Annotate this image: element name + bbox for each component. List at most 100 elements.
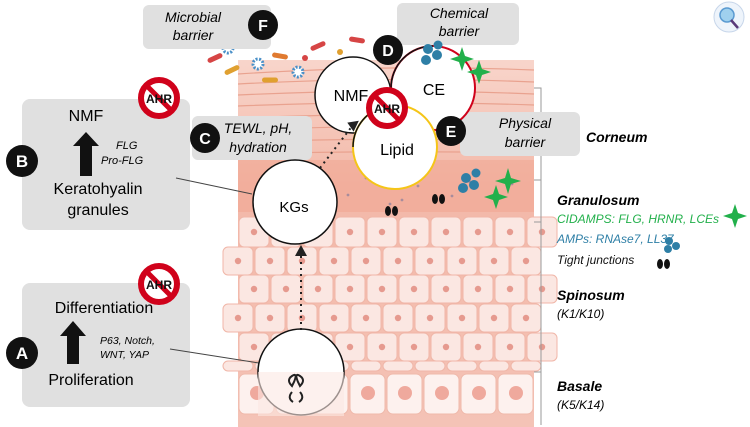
microbe-icon: [310, 41, 326, 51]
panel-a-side1: P63, Notch,: [100, 335, 155, 347]
tight-junctions-label: Tight junctions: [557, 253, 634, 267]
amps-label: AMPs: RNAse7, LL37: [556, 232, 675, 246]
microbial-barrier-box: [143, 5, 271, 49]
marker-e: E: [436, 116, 466, 146]
layer-bracket: [534, 87, 542, 425]
ahr-label: AHR: [146, 278, 172, 292]
microbial-barrier-line1: Microbial: [165, 9, 222, 25]
cell-nucleus: [234, 257, 242, 265]
svg-text:A: A: [16, 344, 28, 363]
cell-nucleus: [378, 285, 386, 293]
ce-label: CE: [423, 82, 445, 99]
panel-b-side1: FLG: [116, 140, 138, 152]
physical-barrier-box: [460, 112, 580, 156]
svg-text:F: F: [258, 18, 268, 35]
cell-nucleus: [506, 343, 514, 351]
microbe-icon: [291, 65, 305, 79]
cell-nucleus: [330, 257, 338, 265]
panel-b-top: NMF: [69, 108, 104, 125]
spinosum-keratins: (K1/K10): [557, 307, 604, 321]
panel-a-bottom: Proliferation: [48, 372, 133, 389]
cell-nucleus: [398, 386, 412, 400]
ahr-prohibition-icon: AHR: [138, 77, 180, 119]
lipid-label: Lipid: [380, 142, 414, 159]
marker-f: F: [248, 10, 278, 40]
spinosum-cell: [350, 360, 382, 372]
spinosum-cell: [446, 360, 478, 372]
cell-nucleus: [474, 285, 482, 293]
chemical-barrier-line1: Chemical: [430, 5, 489, 21]
microbe-icon: [251, 57, 265, 71]
cell-nucleus: [394, 314, 402, 322]
kgs-arrow-head: [347, 120, 359, 132]
tight-junction-icon: [657, 259, 670, 269]
amp-dots-ce: [421, 40, 443, 65]
cell-nucleus: [522, 257, 530, 265]
basale-arrow-head: [295, 245, 307, 256]
cell-nucleus: [282, 285, 290, 293]
spinosum-cell: [478, 360, 510, 372]
marker-d: D: [373, 35, 403, 65]
basale-keratins: (K5/K14): [557, 398, 604, 412]
tewl-box: [192, 116, 312, 160]
dotted-arrows: [300, 124, 354, 330]
cell-nucleus: [362, 257, 370, 265]
sparkle-star-icon: [450, 47, 491, 84]
cell-nucleus: [346, 228, 354, 236]
amp-dots-granulosum: [458, 168, 481, 193]
kgs-label: KGs: [279, 199, 308, 216]
corneum-label: Corneum: [586, 129, 647, 145]
panel-b-side2: Pro-FLG: [101, 155, 144, 167]
cell-nucleus: [378, 343, 386, 351]
ahr-prohibition-icon: AHR: [138, 263, 180, 305]
cell-nucleus: [538, 343, 546, 351]
cell-nucleus: [250, 285, 258, 293]
physical-barrier-line2: barrier: [505, 134, 547, 150]
panel-a-up-arrow: [60, 321, 86, 364]
tissue-tight-junctions: [385, 194, 445, 216]
physical-barrier-line1: Physical: [499, 115, 552, 131]
cidamps-label: CIDAMPS: FLG, HRNR, LCEs: [557, 212, 719, 226]
cell-nucleus: [426, 314, 434, 322]
legend-star-icon: [723, 204, 747, 228]
cell-nucleus: [474, 228, 482, 236]
cell-nucleus: [250, 228, 258, 236]
cell-nucleus: [410, 343, 418, 351]
panel-b: [22, 99, 190, 230]
microbe-icon: [224, 65, 240, 75]
cell-nucleus: [361, 386, 375, 400]
nmf-label: NMF: [334, 88, 369, 105]
cell-nucleus: [410, 285, 418, 293]
cell-nucleus: [314, 285, 322, 293]
cell-nucleus: [362, 314, 370, 322]
microbe-icon: [349, 36, 365, 44]
svg-text:C: C: [199, 131, 211, 148]
ahr-prohibition-icon: AHR: [366, 87, 408, 129]
kgs-circle: [252, 159, 338, 245]
cell-nucleus: [472, 386, 486, 400]
cell-nucleus: [538, 285, 546, 293]
magnifier-icon[interactable]: [713, 1, 745, 33]
panel-a-top: Differentiation: [55, 300, 153, 317]
spinosum-cell: [510, 360, 542, 372]
spinosum-cell: [382, 360, 414, 372]
spinosum-cell: [222, 360, 254, 372]
cell-nucleus: [346, 285, 354, 293]
microbe-icon: [272, 52, 288, 60]
cell-nucleus: [442, 343, 450, 351]
cell-nucleus: [474, 343, 482, 351]
granulosum-stars: [484, 168, 521, 209]
tewl-line2: hydration: [229, 139, 287, 155]
cell-nucleus: [509, 386, 523, 400]
cell-nucleus: [442, 228, 450, 236]
chemical-barrier-box: [397, 3, 519, 45]
marker-b: B: [6, 145, 38, 177]
cell-nucleus: [346, 343, 354, 351]
cell-nucleus: [490, 257, 498, 265]
svg-text:E: E: [446, 124, 457, 141]
cell-nucleus: [506, 285, 514, 293]
basale-label: Basale: [557, 378, 602, 394]
tewl-line1: TEWL, pH,: [224, 120, 292, 136]
panel-a-side2: WNT, YAP: [100, 349, 149, 361]
